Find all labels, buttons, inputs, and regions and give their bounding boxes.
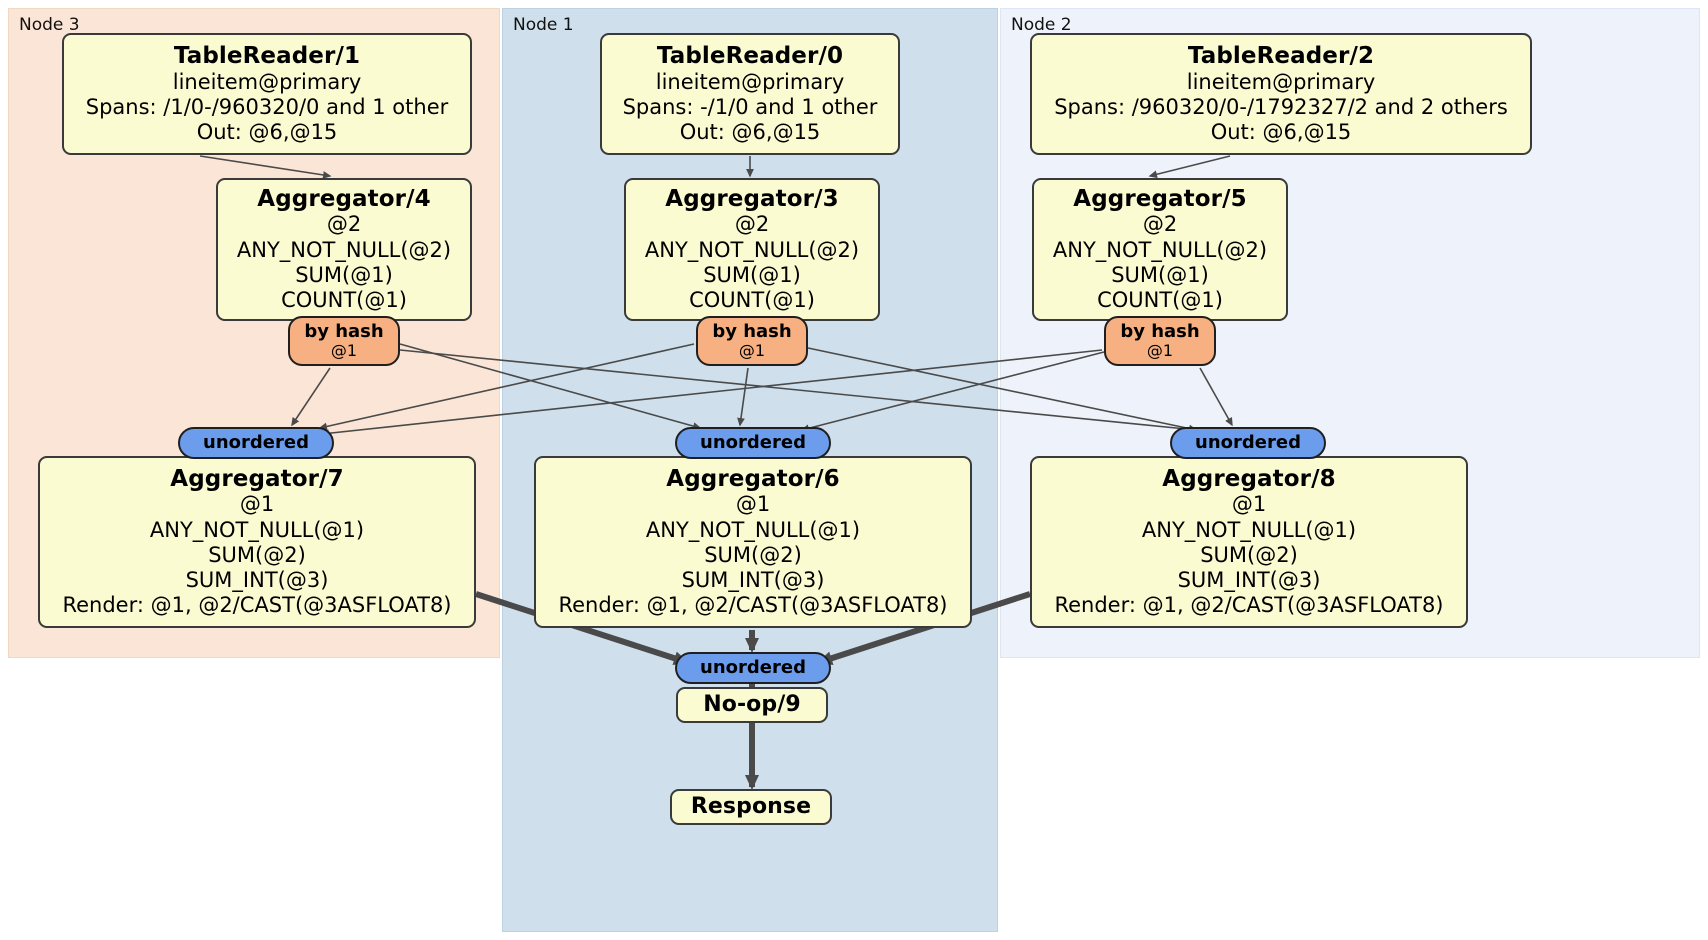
processor-title: Response xyxy=(690,794,812,820)
edge-hash4-to-unord6 xyxy=(399,343,702,430)
router-badge-unord9[interactable]: unordered xyxy=(675,652,831,684)
edge-hash4-to-unord7 xyxy=(291,367,331,427)
router-badge-label: by hash xyxy=(304,321,384,343)
processor-detail-line: Spans: /1/0-/960320/0 and 1 other xyxy=(85,94,449,119)
processor-title: Aggregator/5 xyxy=(1073,185,1247,212)
processor-detail-line: lineitem@primary xyxy=(655,69,845,94)
router-badge-unord6[interactable]: unordered xyxy=(675,427,831,459)
edge-agg7-to-unord9 xyxy=(475,591,689,665)
edge-tr2-to-agg5 xyxy=(1148,155,1231,179)
processor-detail-line: @2 xyxy=(326,212,362,237)
processor-detail-line: @1 xyxy=(1231,492,1267,517)
processor-detail-line: Spans: /960320/0-/1792327/2 and 2 others xyxy=(1054,94,1508,119)
processor-detail-line: SUM(@2) xyxy=(1200,542,1298,567)
processor-detail-line: ANY_NOT_NULL(@2) xyxy=(236,237,452,262)
router-badge-hash3[interactable]: by hash@1 xyxy=(696,316,808,366)
processor-detail-line: ANY_NOT_NULL(@1) xyxy=(1141,517,1357,542)
router-badge-hash4[interactable]: by hash@1 xyxy=(288,316,400,366)
processor-detail-line: Out: @6,@15 xyxy=(1210,119,1352,144)
processor-detail-line: SUM_INT(@3) xyxy=(185,567,329,592)
edge-hash5-to-unord6 xyxy=(800,351,1105,433)
node-region-label: Node 3 xyxy=(19,15,80,35)
processor-title: Aggregator/7 xyxy=(170,465,344,492)
processor-detail-line: SUM(@1) xyxy=(295,262,393,287)
router-badge-label: by hash xyxy=(712,321,792,343)
processor-detail-line: Render: @1, @2/CAST(@3ASFLOAT8) xyxy=(558,593,948,618)
processor-detail-line: SUM(@1) xyxy=(1111,262,1209,287)
router-badge-label: unordered xyxy=(1195,432,1301,454)
processor-detail-line: ANY_NOT_NULL(@2) xyxy=(1052,237,1268,262)
processor-title: TableReader/1 xyxy=(173,42,361,69)
processor-detail-line: SUM(@2) xyxy=(704,542,802,567)
processor-box-noop9[interactable]: No-op/9 xyxy=(676,687,828,723)
edge-hash5-to-unord8 xyxy=(1199,367,1233,427)
processor-box-response[interactable]: Response xyxy=(670,789,832,825)
processor-title: Aggregator/8 xyxy=(1162,465,1336,492)
node-region-label: Node 1 xyxy=(513,15,574,35)
edge-hash3-to-unord6 xyxy=(737,367,749,427)
processor-detail-line: lineitem@primary xyxy=(172,69,362,94)
processor-detail-line: COUNT(@1) xyxy=(689,288,815,313)
processor-detail-line: COUNT(@1) xyxy=(1097,288,1223,313)
processor-detail-line: SUM(@1) xyxy=(703,262,801,287)
router-badge-unord8[interactable]: unordered xyxy=(1170,427,1326,459)
processor-title: Aggregator/4 xyxy=(257,185,431,212)
router-badge-sublabel: @1 xyxy=(330,341,358,361)
processor-detail-line: ANY_NOT_NULL(@1) xyxy=(645,517,861,542)
processor-detail-line: Spans: -/1/0 and 1 other xyxy=(622,94,878,119)
processor-detail-line: ANY_NOT_NULL(@1) xyxy=(149,517,365,542)
router-badge-hash5[interactable]: by hash@1 xyxy=(1104,316,1216,366)
router-badge-label: unordered xyxy=(700,432,806,454)
edge-hash3-to-unord8 xyxy=(807,347,1198,433)
processor-detail-line: @1 xyxy=(735,492,771,517)
edge-hash5-to-unord7 xyxy=(320,349,1103,438)
processor-detail-line: Render: @1, @2/CAST(@3ASFLOAT8) xyxy=(1054,593,1444,618)
processor-detail-line: Out: @6,@15 xyxy=(196,119,338,144)
processor-detail-line: ANY_NOT_NULL(@2) xyxy=(644,237,860,262)
processor-detail-line: Out: @6,@15 xyxy=(679,119,821,144)
processor-detail-line: @2 xyxy=(1142,212,1178,237)
processor-detail-line: SUM_INT(@3) xyxy=(1177,567,1321,592)
processor-title: No-op/9 xyxy=(703,692,801,718)
processor-title: TableReader/0 xyxy=(656,42,844,69)
router-badge-sublabel: @1 xyxy=(738,341,766,361)
router-badge-label: unordered xyxy=(700,657,806,679)
router-badge-label: unordered xyxy=(203,432,309,454)
edge-agg8-to-unord9 xyxy=(817,591,1031,665)
processor-title: Aggregator/3 xyxy=(665,185,839,212)
processor-detail-line: SUM_INT(@3) xyxy=(681,567,825,592)
router-badge-unord7[interactable]: unordered xyxy=(178,427,334,459)
processor-detail-line: @1 xyxy=(239,492,275,517)
edge-hash3-to-unord7 xyxy=(318,343,695,431)
edge-hash4-to-unord8 xyxy=(399,349,1198,434)
processor-title: Aggregator/6 xyxy=(666,465,840,492)
processor-detail-line: @2 xyxy=(734,212,770,237)
edge-tr1-to-agg4 xyxy=(199,155,332,179)
router-badge-label: by hash xyxy=(1120,321,1200,343)
processor-detail-line: COUNT(@1) xyxy=(281,288,407,313)
processor-detail-line: Render: @1, @2/CAST(@3ASFLOAT8) xyxy=(62,593,452,618)
processor-detail-line: lineitem@primary xyxy=(1186,69,1376,94)
processor-detail-line: SUM(@2) xyxy=(208,542,306,567)
processor-title: TableReader/2 xyxy=(1187,42,1375,69)
router-badge-sublabel: @1 xyxy=(1146,341,1174,361)
node-region-label: Node 2 xyxy=(1011,15,1072,35)
